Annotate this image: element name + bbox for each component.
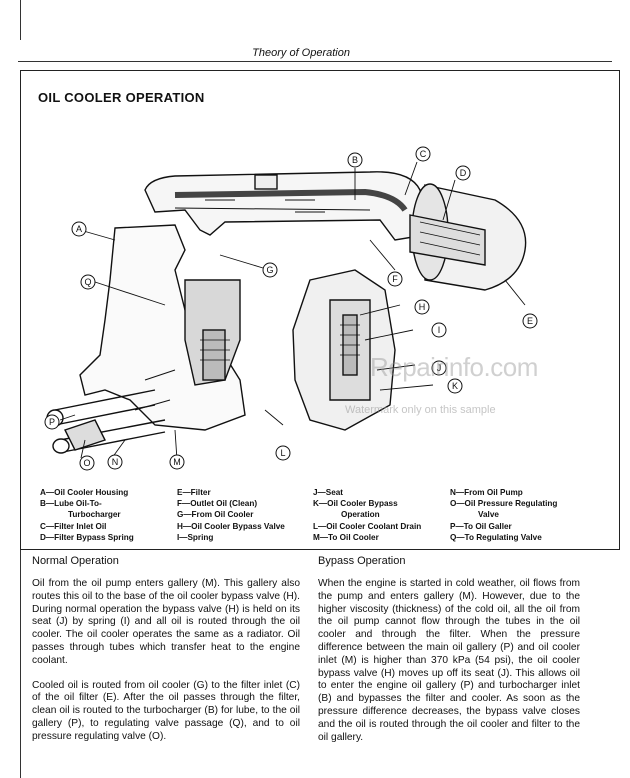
margin-mark	[20, 0, 21, 40]
margin-mark	[20, 550, 21, 778]
legend-item: Valve	[478, 510, 499, 520]
manifold-outline	[144, 171, 426, 241]
svg-text:C: C	[420, 149, 427, 159]
bypass-operation-text: When the engine is started in cold weath…	[318, 578, 580, 756]
legend-item: C—Filter Inlet Oil	[40, 521, 107, 531]
svg-text:P: P	[49, 417, 55, 427]
normal-operation-heading: Normal Operation	[32, 555, 119, 567]
paragraph: Oil from the oil pump enters gallery (M)…	[32, 578, 300, 666]
legend-item: B—Lube Oil-To-	[40, 499, 102, 509]
callout-I: I	[431, 322, 447, 338]
callout-P: P	[44, 414, 60, 430]
legend-item: K—Oil Cooler Bypass	[313, 499, 398, 509]
oil-cooler-diagram: B C D E F G H I J K L M N O P Q A	[44, 146, 538, 471]
callout-M: M	[169, 454, 185, 470]
paragraph: When the engine is started in cold weath…	[318, 578, 580, 743]
oil-passage	[174, 207, 371, 211]
svg-text:N: N	[112, 457, 119, 467]
callout-A: A	[71, 221, 87, 237]
legend-item: Q—To Regulating Valve	[450, 532, 542, 542]
legend-item: G—From Oil Cooler	[177, 510, 254, 520]
svg-text:Q: Q	[84, 277, 91, 287]
callout-Q: Q	[80, 274, 96, 290]
svg-text:M: M	[173, 457, 181, 467]
callout-H: H	[414, 299, 430, 315]
legend-item: P—To Oil Galler	[450, 521, 512, 531]
legend-column-3: J—Seat K—Oil Cooler Bypass Operation L—O…	[313, 487, 421, 543]
callout-C: C	[415, 146, 431, 162]
svg-text:O: O	[83, 458, 90, 468]
paragraph: Cooled oil is routed from oil cooler (G)…	[32, 679, 300, 742]
tube	[54, 389, 156, 426]
callout-J: J	[431, 360, 447, 376]
svg-text:F: F	[392, 274, 398, 284]
watermark: Repairinfo.com	[370, 352, 538, 382]
legend-column-2: E—Filter F—Outlet Oil (Clean) G—From Oil…	[177, 487, 285, 543]
callout-L: L	[275, 445, 291, 461]
legend-item: Turbocharger	[68, 510, 121, 520]
section-title: OIL COOLER OPERATION	[38, 90, 205, 105]
figure-frame	[20, 70, 620, 550]
svg-text:A: A	[76, 224, 82, 234]
svg-text:G: G	[266, 265, 273, 275]
oil-passage	[174, 188, 408, 212]
legend-item: A—Oil Cooler Housing	[40, 488, 129, 497]
normal-operation-text: Oil from the oil pump enters gallery (M)…	[32, 578, 300, 756]
svg-text:I: I	[438, 325, 441, 335]
legend-item: L—Oil Cooler Coolant Drain	[313, 521, 422, 531]
callout-O: O	[79, 455, 95, 471]
callout-K: K	[447, 378, 463, 394]
legend-item: I—Spring	[177, 532, 214, 542]
legend-item: N—From Oil Pump	[450, 488, 523, 497]
legend-item: H—Oil Cooler Bypass Valve	[177, 521, 285, 531]
svg-text:E: E	[527, 316, 533, 326]
svg-text:L: L	[280, 448, 285, 458]
callout-G: G	[262, 262, 278, 278]
svg-text:H: H	[419, 302, 426, 312]
callout-B: B	[347, 152, 363, 168]
legend-item: E—Filter	[177, 488, 211, 497]
header-title: Theory of Operation	[252, 47, 350, 59]
page-header: Theory of Operation	[0, 0, 630, 78]
svg-text:B: B	[352, 155, 358, 165]
legend-item: Operation	[341, 510, 380, 520]
bypass-operation-heading: Bypass Operation	[318, 555, 406, 567]
bypass-valve-inset	[292, 269, 396, 431]
legend-item: J—Seat	[313, 488, 344, 497]
callout-D: D	[455, 165, 471, 181]
legend-column-4: N—From Oil Pump O—Oil Pressure Regulatin…	[450, 487, 557, 543]
oil-filter	[409, 183, 527, 291]
callout-N: N	[107, 454, 123, 470]
legend-item: O—Oil Pressure Regulating	[450, 499, 558, 509]
svg-text:J: J	[437, 363, 442, 373]
svg-text:D: D	[460, 168, 467, 178]
watermark-note: Watermark only on this sample	[345, 404, 496, 416]
legend-item: M—To Oil Cooler	[313, 532, 379, 542]
svg-text:K: K	[452, 381, 458, 391]
legend-column-1: A—Oil Cooler Housing B—Lube Oil-To- Turb…	[40, 487, 134, 543]
callout-E: E	[522, 313, 538, 329]
callout-F: F	[387, 271, 403, 287]
legend-item: D—Filter Bypass Spring	[40, 532, 134, 542]
legend-item: F—Outlet Oil (Clean)	[177, 499, 258, 509]
header-rule	[18, 61, 612, 62]
